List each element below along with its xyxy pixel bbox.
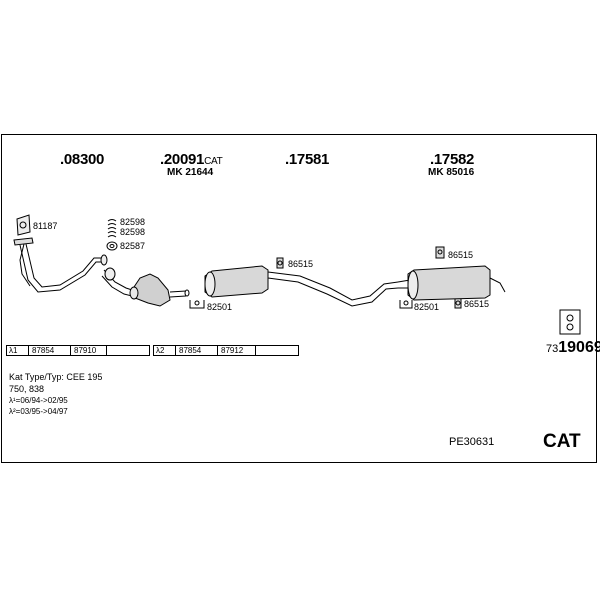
- rear-silencer-sub-label: MK 85016: [428, 167, 475, 178]
- rubber-mount-icon: [276, 257, 284, 269]
- label-clamp: 82501: [414, 302, 440, 312]
- cat-label: CAT: [543, 431, 581, 452]
- lambda-cell: 87854: [28, 345, 70, 356]
- rear-silencer-icon: [397, 265, 506, 301]
- diagram-frame: [1, 134, 597, 463]
- kit-number: 7319069: [546, 339, 600, 356]
- note-lambda-1: λ¹=06/94->02/95: [9, 396, 68, 405]
- lambda-cell-empty: [106, 345, 150, 356]
- lambda-cell: 87910: [70, 345, 106, 356]
- label-bolt: 82598: [120, 227, 146, 237]
- note-codes: 750, 838: [9, 384, 45, 394]
- lambda-table-2: [153, 345, 299, 356]
- label-mount: 86515: [448, 250, 474, 260]
- downpipe-icon: [13, 237, 108, 293]
- lambda-symbol-2: λ2: [156, 346, 165, 355]
- catalyst-sub-label: MK 21644: [167, 167, 214, 178]
- part-number-middle-silencer: .17581: [285, 151, 330, 168]
- spring-icon: [106, 241, 118, 251]
- rubber-mount-icon: [435, 246, 445, 259]
- lambda-cell: 87854: [175, 345, 217, 356]
- clamp-icon: [189, 300, 205, 309]
- note-lambda-2: λ²=03/95->04/97: [9, 407, 68, 416]
- bolt-icon: [107, 219, 117, 238]
- label-bolt: 82598: [120, 217, 146, 227]
- lambda-symbol-1: λ1: [9, 346, 18, 355]
- gasket-icon: [16, 214, 31, 236]
- kit-box-icon: [559, 309, 581, 335]
- lambda-cell: 87912: [217, 345, 255, 356]
- label-mount: 86515: [288, 259, 314, 269]
- part-number-downpipe: .08300: [60, 151, 105, 168]
- label-gasket: 81187: [33, 221, 58, 231]
- label-mount: 86515: [464, 299, 490, 309]
- lambda-table-1: [6, 345, 150, 356]
- rubber-mount-icon: [454, 297, 462, 309]
- part-number-rear-silencer: .17582: [430, 151, 475, 168]
- clamp-icon: [399, 300, 413, 309]
- part-number-catalyst: .20091CAT: [160, 151, 223, 168]
- reference-code: PE30631: [449, 436, 495, 448]
- label-clamp: 82501: [207, 302, 233, 312]
- middle-silencer-icon: [204, 265, 399, 307]
- catalyst-icon: [101, 267, 190, 307]
- note-kat-type: Kat Type/Typ: CEE 195: [9, 372, 103, 382]
- label-spring: 82587: [120, 241, 146, 251]
- lambda-cell-empty: [255, 345, 299, 356]
